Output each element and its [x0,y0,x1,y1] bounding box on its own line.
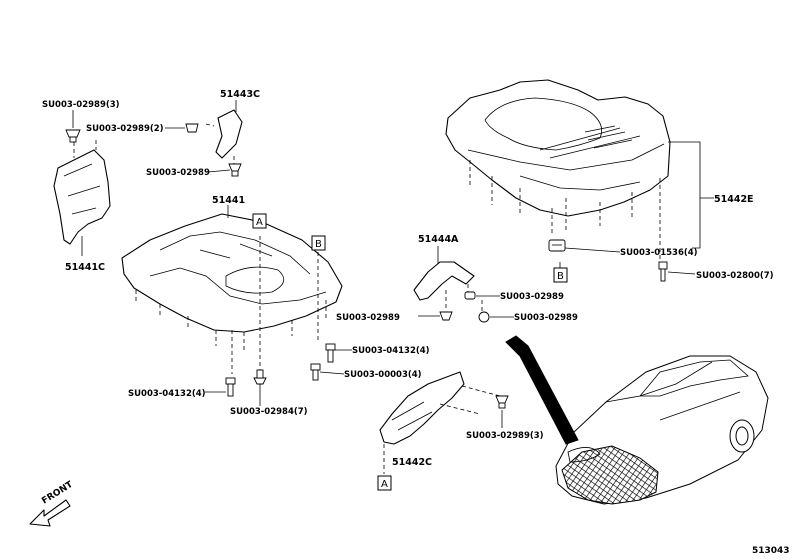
part-label-51441c: 51441C [65,262,105,273]
tag-box-a-2: A [377,475,392,491]
part-label-51444a: 51444A [418,234,459,245]
clip-02989-c [439,311,453,321]
fastener-label-02800-7: SU003-02800(7) [696,271,774,281]
part-label-51442e: 51442E [714,194,754,205]
tag-box-a-1: A [252,213,267,229]
bolt-04132-left [225,377,236,397]
svg-text:A: A [256,217,263,228]
fastener-label-02989-3-bottom: SU003-02989(3) [466,431,544,441]
under-cover-rear-51442e [445,79,671,260]
fastener-label-01536-4: SU003-01536(4) [620,248,698,258]
bracket-51443c [205,109,243,168]
clip-02989-bottom [495,395,509,409]
fastener-label-02989-3-top: SU003-02989(3) [42,100,120,110]
clip-nut-01536 [548,239,566,252]
bolt-04132-right [325,343,336,363]
car-locator-illustration [505,335,769,505]
fastener-label-02989-b: SU003-02989 [500,292,564,302]
clip-02989-bracket [228,163,242,177]
side-guard-51441c [53,140,111,245]
clip-02989-2 [185,123,199,133]
front-label: FRONT [40,479,75,506]
tag-box-b-2: B [553,267,568,283]
tag-box-b-1: B [311,235,326,251]
under-cover-front-51441 [121,213,343,374]
bracket-51444a [413,261,483,312]
bolt-00003 [310,363,321,381]
fastener-label-02984-7: SU003-02984(7) [230,407,308,417]
fastener-label-02989-c: SU003-02989 [336,313,400,323]
svg-text:A: A [381,479,388,490]
front-direction-arrow-icon: FRONT [29,479,75,527]
clip-02989-d [478,311,490,323]
fastener-label-02989-d: SU003-02989 [514,313,578,323]
fastener-label-00003-4: SU003-00003(4) [344,370,422,380]
guard-51442c [379,371,501,474]
diagram-number: 513043 [752,546,790,556]
fastener-label-02989-2: SU003-02989(2) [86,124,164,134]
fastener-label-04132-4-right: SU003-04132(4) [352,346,430,356]
svg-text:B: B [557,271,564,282]
part-label-51443c: 51443C [220,89,260,100]
part-label-51441: 51441 [212,195,245,206]
fastener-label-02989-a: SU003-02989 [146,168,210,178]
clip-02989-top-left [65,129,81,143]
svg-text:B: B [315,239,322,250]
clip-02989-b [464,291,476,300]
clip-02984 [253,369,267,385]
bolt-02800 [658,261,668,282]
fastener-label-04132-4-left: SU003-04132(4) [128,389,206,399]
part-label-51442c: 51442C [392,457,432,468]
